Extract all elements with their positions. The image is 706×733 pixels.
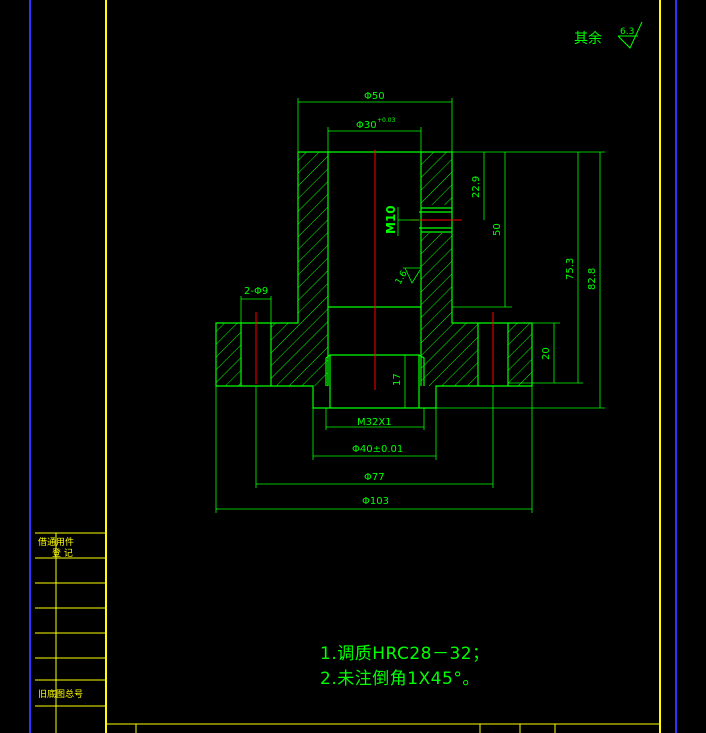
part-section	[215, 151, 533, 409]
dim-17: 17	[392, 373, 403, 386]
note-1: 1.调质HRC28－32；	[320, 644, 490, 664]
surface-finish-symbol: 其余 6.3	[574, 21, 643, 49]
surface-finish-label: 其余	[574, 30, 602, 47]
dim-outer-top: Φ50	[364, 91, 385, 102]
side-table-row2: 登 记	[52, 549, 73, 559]
dim-thread-bottom: M32X1	[357, 417, 392, 428]
dim-20: 20	[541, 347, 552, 360]
side-table-row1: 借通用件	[38, 538, 75, 548]
dim-d103: Φ103	[362, 496, 389, 507]
dim-50: 50	[492, 223, 503, 236]
dim-bore-tol: +0.03	[377, 117, 396, 124]
dim-hole-pattern: 2-Φ9	[244, 286, 268, 297]
note-2: 2.未注倒角1X45°。	[320, 669, 480, 689]
dim-d40: Φ40±0.01	[352, 444, 403, 455]
technical-notes: 1.调质HRC28－32； 2.未注倒角1X45°。	[320, 642, 490, 692]
dim-75-3: 75.3	[565, 258, 576, 280]
side-table-row3: 旧底图总号	[38, 690, 84, 700]
dim-82-8: 82.8	[587, 268, 598, 290]
dim-d77: Φ77	[364, 472, 385, 483]
side-table	[35, 532, 106, 733]
dim-thread-side: M10	[384, 205, 398, 234]
drawing-frame	[29, 0, 677, 733]
surface-finish-value: 6.3	[620, 27, 634, 37]
dimensions	[215, 98, 605, 513]
dim-22-9: 22.9	[471, 176, 482, 198]
dim-bore: Φ30	[356, 120, 377, 131]
